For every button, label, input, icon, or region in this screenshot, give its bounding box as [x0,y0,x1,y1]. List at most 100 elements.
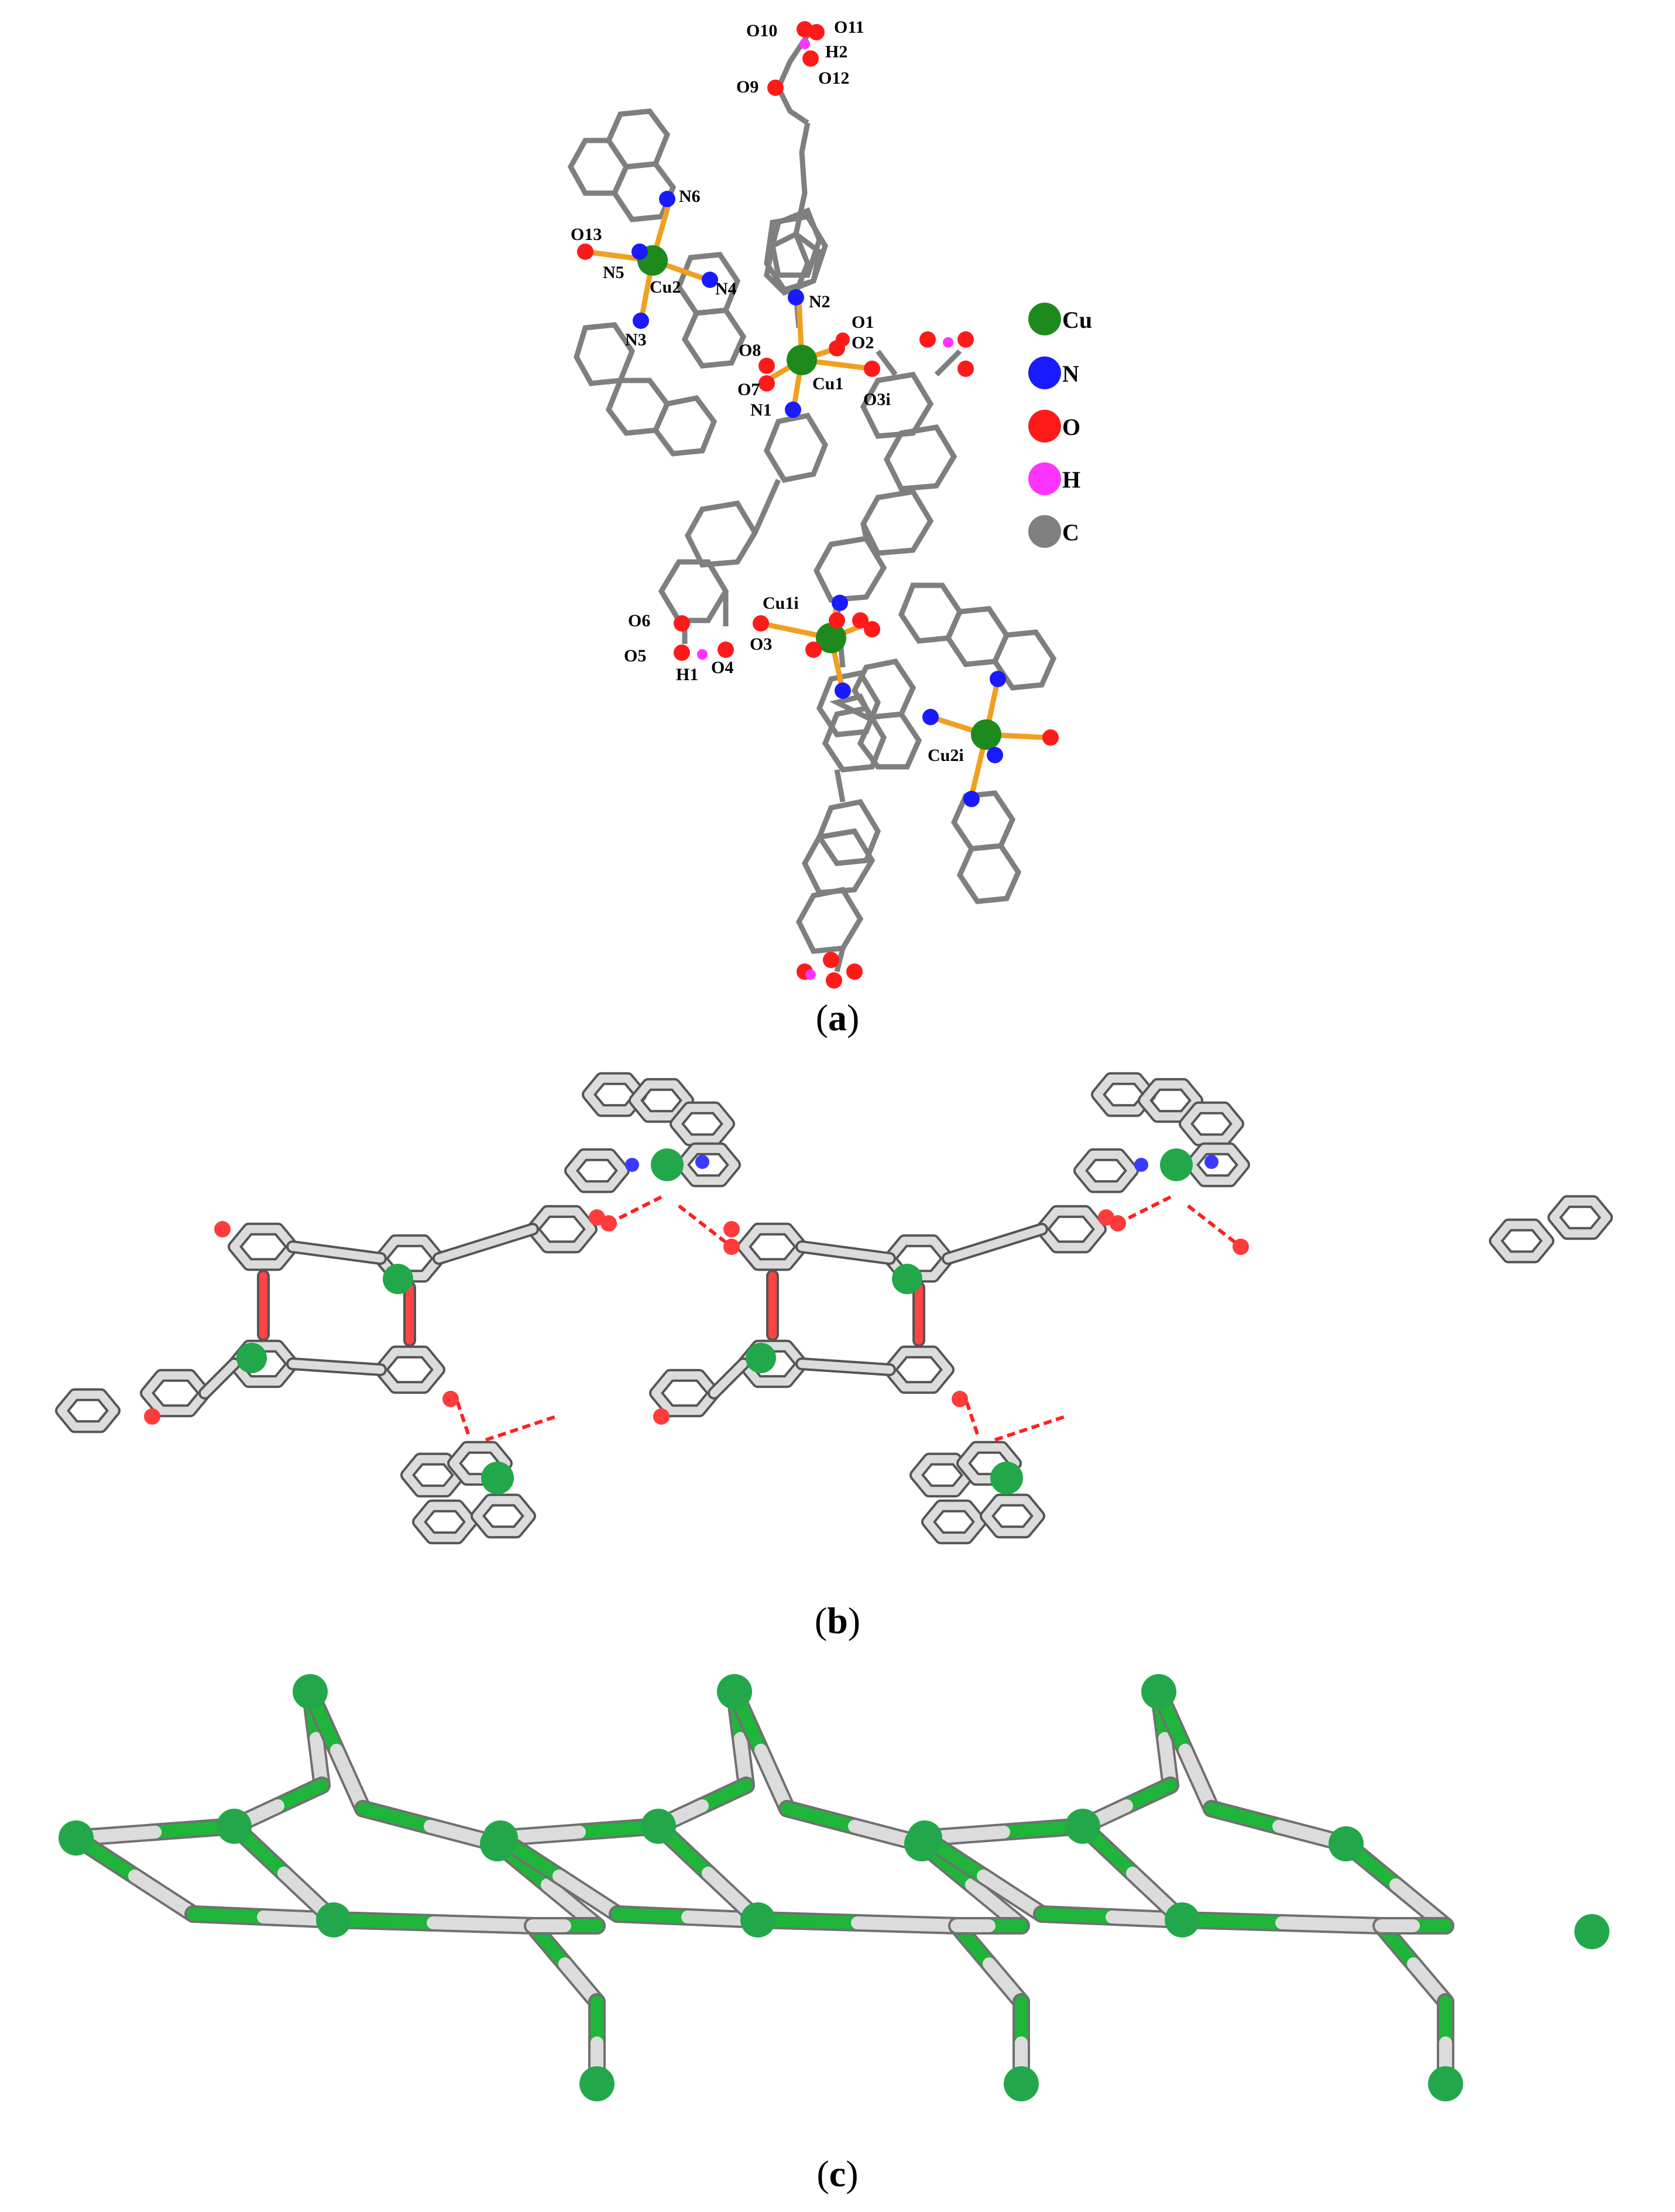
panel-b-sticks [55,1072,1613,1545]
panel-c-sticks [67,1683,1454,2093]
label-Cu1: Cu1 [812,374,843,393]
caption-b: (b) [815,1600,860,1641]
hydrogen-bond [607,1195,663,1225]
label-N4: N4 [715,279,737,299]
topo-bond-half [1205,1802,1285,1833]
ligand-bottom [795,602,887,973]
topo-bond-half [781,1802,861,1833]
n-atom [1134,1158,1148,1172]
panel-b-atoms [144,1148,1249,1494]
topo-bond-half [754,1744,794,1815]
o-atom [214,1221,231,1237]
caption-a: (a) [816,997,860,1038]
bond [289,1360,385,1374]
label-N6: N6 [679,187,701,206]
o-atom [723,1239,740,1255]
topo-node [740,1902,775,1937]
topo-bond-half [187,1908,270,1923]
panel-a-molecule: O10 O11 H2 O12 O9 N6 O13 N5 Cu2 N4 N3 N2… [567,18,1092,1038]
svg-text:O: O [1062,414,1080,440]
cu-atom [1160,1148,1193,1181]
ring [912,1455,973,1496]
ring [473,1496,534,1537]
topo-bond-half [977,1870,1048,1921]
topo-bond-half [1120,1779,1177,1812]
hydrogen-bond [1117,1195,1172,1225]
label-O5: O5 [624,646,646,666]
bond [201,1360,238,1397]
label-N1: N1 [750,400,772,420]
topo-node [641,1809,676,1844]
pyridine-upper [764,214,828,293]
label-Cu1i: Cu1i [763,594,799,613]
o-atom [1233,1239,1249,1255]
ring [651,1371,718,1415]
label-O6: O6 [628,611,650,630]
legend-o: O [1028,410,1080,443]
label-Cu2i: Cu2i [928,746,964,765]
topo-bond-half [272,1779,328,1812]
label-O1: O1 [852,313,874,332]
cu-atom [746,1343,776,1373]
cu-atom [651,1148,684,1181]
topo-node [1065,1809,1100,1844]
svg-text:C: C [1062,519,1079,546]
label-N2: N2 [809,292,830,311]
hydrogen-bond [1187,1204,1242,1249]
atoms-panel-a [577,21,1059,989]
ring [924,1501,984,1542]
topo-node [483,1820,518,1856]
cu-atom [383,1264,413,1294]
hydrogen-bond [455,1398,470,1435]
o-atom [952,1391,968,1407]
label-O3: O3 [750,635,772,654]
cu-atom [481,1462,514,1494]
ring [414,1501,475,1542]
label-O2: O2 [852,333,874,352]
ring [567,1150,627,1191]
topo-bond-half [1275,1916,1388,1932]
legend-cu: Cu [1028,303,1092,335]
topo-node [579,2066,615,2101]
topo-node [59,1820,94,1856]
bond [944,1225,1046,1263]
ring [584,1074,645,1115]
topo-bond-half [696,1779,753,1812]
ring [230,1225,297,1269]
label-O11: O11 [834,18,864,37]
topo-bond-half [1179,1744,1218,1815]
ring [142,1371,209,1415]
label-O9: O9 [736,77,758,97]
label-O13: O13 [571,225,602,244]
topo-node [1428,2066,1463,2101]
panel-b-hbond-chain: (b) [55,1072,1613,1641]
label-O10: O10 [746,21,777,40]
label-O4: O4 [711,658,733,677]
panel-c-topology: (c) [59,1674,1609,2194]
legend-n: N [1028,356,1079,389]
topo-node [1004,2066,1039,2101]
label-O12: O12 [818,68,849,88]
topo-node [717,1674,752,1709]
o-atom [442,1391,459,1407]
hydrogen-bond [485,1415,557,1442]
topo-bond-half [330,1744,369,1815]
ring [403,1455,464,1496]
bond [798,1243,894,1263]
label-H2: H2 [825,42,847,61]
topo-node [1574,1914,1609,1949]
cu-atom [892,1264,922,1294]
bond [289,1243,385,1263]
phen-left [567,108,747,457]
topo-bond-half [851,1916,963,1932]
label-H1: H1 [676,665,698,684]
legend-c: C [1028,515,1079,548]
element-legend: Cu N O H C [1028,303,1092,548]
topo-node [316,1902,351,1937]
o-atom [600,1215,617,1232]
ring [1181,1103,1242,1144]
topo-bond-half [611,1908,694,1923]
n-atom [1204,1155,1219,1169]
ring [982,1496,1043,1537]
hydrogen-bond [994,1415,1066,1442]
